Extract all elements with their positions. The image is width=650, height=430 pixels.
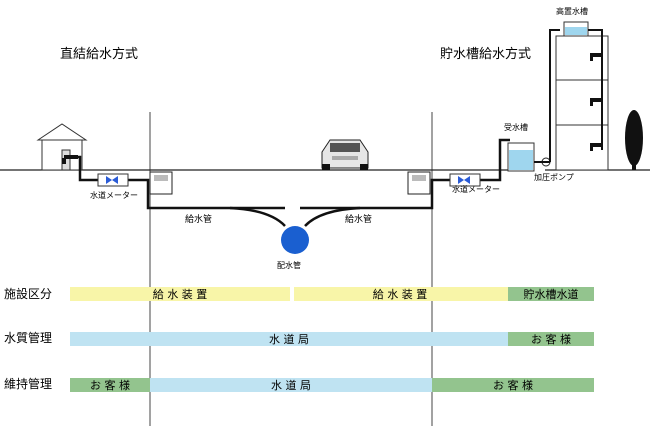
row-label-maintenance: 維持管理 bbox=[4, 376, 52, 391]
valve-box-left bbox=[149, 171, 173, 195]
car-icon bbox=[321, 139, 369, 170]
elevated-tank-icon bbox=[563, 21, 589, 37]
riser-pipe bbox=[549, 29, 560, 162]
divider-lines bbox=[149, 112, 433, 426]
row-quality: 水 道 局 お 客 様 bbox=[70, 332, 594, 346]
bar-facility-3 bbox=[508, 287, 594, 301]
building-inner-pipe bbox=[588, 29, 603, 150]
building-faucets bbox=[590, 53, 602, 151]
supply-pipe-left-label: 給水管 bbox=[185, 213, 212, 225]
supply-pipe-right-label: 給水管 bbox=[345, 213, 372, 225]
valve-box-right bbox=[407, 171, 431, 195]
bar-quality-1-text: 水 道 局 bbox=[269, 332, 309, 346]
bar-maint-2 bbox=[150, 378, 432, 392]
receiving-tank-icon bbox=[507, 142, 535, 172]
bar-maint-3-text: お 客 様 bbox=[493, 378, 533, 392]
bar-facility-2 bbox=[294, 287, 508, 301]
row-maintenance: お 客 様 水 道 局 お 客 様 bbox=[70, 378, 594, 392]
bar-facility-3-text: 貯水槽水道 bbox=[524, 287, 579, 301]
meter-right-icon bbox=[449, 173, 481, 187]
bar-maint-2-text: 水 道 局 bbox=[271, 378, 311, 392]
main-pipe-icon bbox=[281, 226, 309, 254]
tree-icon bbox=[625, 110, 643, 170]
row-label-quality: 水質管理 bbox=[4, 330, 52, 345]
main-pipe-label: 配水管 bbox=[277, 260, 301, 270]
meter-left-label: 水道メーター bbox=[90, 190, 138, 200]
building-icon bbox=[555, 35, 609, 171]
bar-maint-1-text: お 客 様 bbox=[90, 378, 130, 392]
elevated-tank-label: 高置水槽 bbox=[556, 6, 588, 16]
title-direct-supply: 直結給水方式 bbox=[60, 46, 138, 62]
meter-right-label: 水道メーター bbox=[452, 184, 500, 194]
title-tank-supply: 貯水槽給水方式 bbox=[440, 46, 531, 62]
branch-pipes bbox=[229, 206, 361, 227]
bar-maint-3 bbox=[432, 378, 594, 392]
bar-facility-2-text: 給 水 装 置 bbox=[373, 287, 428, 301]
bar-facility-1-text: 給 水 装 置 bbox=[153, 287, 208, 301]
receiving-tank-label: 受水槽 bbox=[504, 122, 528, 132]
faucet-icon bbox=[62, 155, 78, 164]
pump-label: 加圧ポンプ bbox=[534, 172, 574, 182]
row-facility: 給 水 装 置 給 水 装 置 貯水槽水道 bbox=[70, 287, 594, 301]
bar-quality-2-text: お 客 様 bbox=[531, 332, 571, 346]
bar-quality-1 bbox=[70, 332, 508, 346]
bar-maint-1 bbox=[70, 378, 150, 392]
bar-quality-2 bbox=[508, 332, 594, 346]
meter-left-icon bbox=[97, 173, 129, 187]
row-label-facility: 施設区分 bbox=[4, 286, 52, 301]
bar-facility-1 bbox=[70, 287, 290, 301]
